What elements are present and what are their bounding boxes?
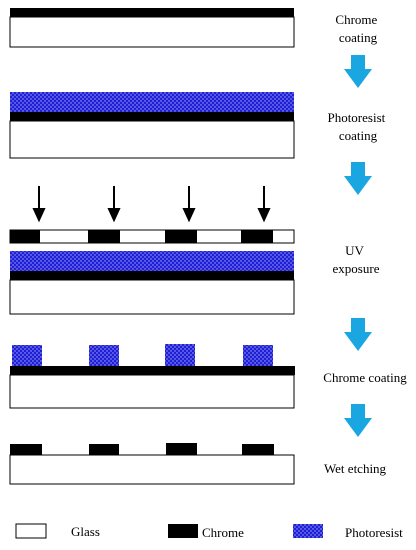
glass-substrate [9,374,295,409]
step-3-label: UV exposure [333,243,380,276]
step-5-wet-etching: Wet etching [9,443,387,485]
step-1-label: Chrome coating [335,12,380,45]
step-2-photoresist-coating: Photoresist coating [9,92,388,159]
legend-chrome-swatch [168,524,198,538]
glass-substrate [9,16,295,48]
step-2-label-line-1: Photoresist [327,110,385,125]
mask-chrome-segment [165,230,197,243]
step-4-label: Chrome coating [323,370,407,385]
chrome-pattern-segment [166,443,197,455]
chrome-pattern-segment [10,444,42,455]
legend-glass-label: Glass [71,524,100,539]
mask-chrome-segment [88,230,120,243]
chrome-layer [10,112,294,121]
chrome-pattern-segment [89,444,119,455]
step-2-label-line-2: coating [339,128,378,143]
uv-arrow-head [107,208,121,223]
photoresist-layer [10,251,294,271]
step-4-patterned-resist: Chrome coating [9,344,407,409]
chrome-layer [10,366,295,375]
process-arrow-2 [344,162,372,195]
photoresist-layer [10,92,294,112]
process-arrow-3 [344,318,372,351]
legend-photoresist-swatch [293,524,323,538]
step-3-uv-exposure: UV exposure [9,186,380,315]
chrome-layer [10,8,294,17]
mask-chrome-segment [241,230,273,243]
legend-chrome-label: Chrome [202,525,244,540]
chrome-layer [10,271,294,280]
legend-glass-swatch [15,523,47,539]
step-1-chrome-coating: Chrome coating [9,8,380,48]
uv-arrow-head [257,208,271,223]
step-1-label-line-1: Chrome [335,12,377,27]
step-3-label-line-2: exposure [333,261,380,276]
legend-photoresist-label: Photoresist [345,525,403,540]
glass-substrate [9,120,295,159]
step-5-label: Wet etching [324,461,387,476]
process-arrow-4 [344,404,372,437]
photoresist-block [165,344,195,366]
photoresist-block [243,345,273,366]
photoresist-block [89,345,119,366]
photomask [9,229,295,244]
glass-substrate [9,454,295,485]
step-2-label: Photoresist coating [327,110,388,143]
uv-arrows [32,186,271,223]
mask-chrome-segment [10,230,40,243]
uv-arrow-head [32,208,46,223]
photoresist-block [12,345,42,366]
glass-substrate [9,279,295,315]
chrome-pattern-segment [242,444,274,455]
step-1-label-line-2: coating [339,30,378,45]
legend: Glass Chrome Photoresist [15,523,403,540]
uv-arrow-head [182,208,196,223]
process-arrow-1 [344,55,372,88]
step-3-label-line-1: UV [345,243,364,258]
